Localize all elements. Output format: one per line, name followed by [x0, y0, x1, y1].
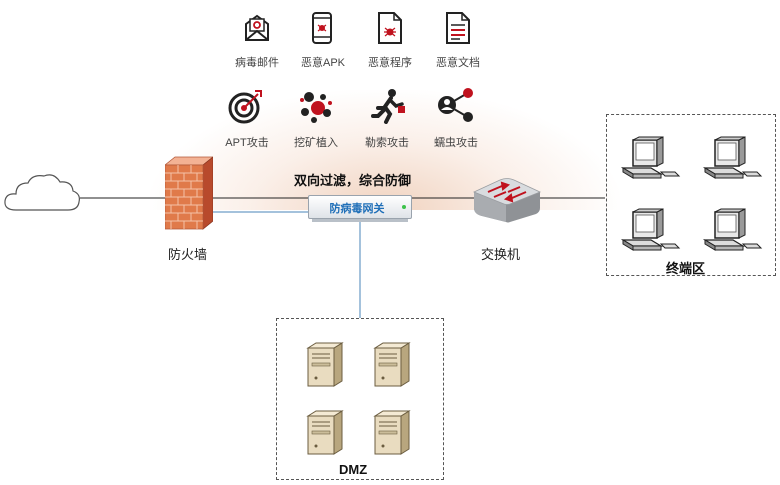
threat-label-apt: APT攻击	[225, 137, 269, 149]
gateway-base	[312, 219, 408, 222]
threat-label-ransom: 勒索攻击	[365, 137, 409, 149]
switch-icon	[472, 170, 542, 231]
dmz-server-3	[307, 410, 343, 455]
threat-label-malicious-document: 恶意文档	[436, 57, 480, 69]
virus-email-icon	[241, 12, 273, 49]
dmz-label: DMZ	[339, 462, 368, 477]
dmz-server-2	[374, 342, 410, 387]
terminal-zone	[606, 114, 776, 276]
antivirus-gateway: 防病毒网关	[308, 195, 412, 219]
terminal-zone-label: 终端区	[666, 261, 706, 276]
threat-label-virus-email: 病毒邮件	[235, 57, 279, 69]
malicious-program-icon	[376, 12, 404, 49]
threat-label-worm: 蠕虫攻击	[434, 137, 478, 149]
mining-icon	[298, 88, 334, 129]
slogan-text: 双向过滤，综合防御	[294, 173, 412, 188]
dmz-server-4	[374, 410, 410, 455]
malicious-apk-icon	[310, 12, 334, 49]
malicious-document-icon	[444, 12, 472, 49]
threat-label-malicious-program: 恶意程序	[368, 57, 412, 69]
ransom-runner-icon	[370, 88, 406, 129]
gateway-status-led	[402, 205, 406, 209]
switch-label: 交换机	[481, 247, 521, 262]
dmz-zone	[276, 318, 444, 480]
gateway-label: 防病毒网关	[329, 203, 385, 215]
internet-cloud-icon	[2, 170, 82, 221]
firewall-label: 防火墙	[168, 247, 208, 262]
dmz-server-1	[307, 342, 343, 387]
threat-label-mining: 挖矿植入	[294, 137, 338, 149]
apt-target-icon	[228, 88, 264, 129]
worm-icon	[436, 88, 476, 129]
threat-label-malicious-apk: 恶意APK	[300, 57, 345, 69]
